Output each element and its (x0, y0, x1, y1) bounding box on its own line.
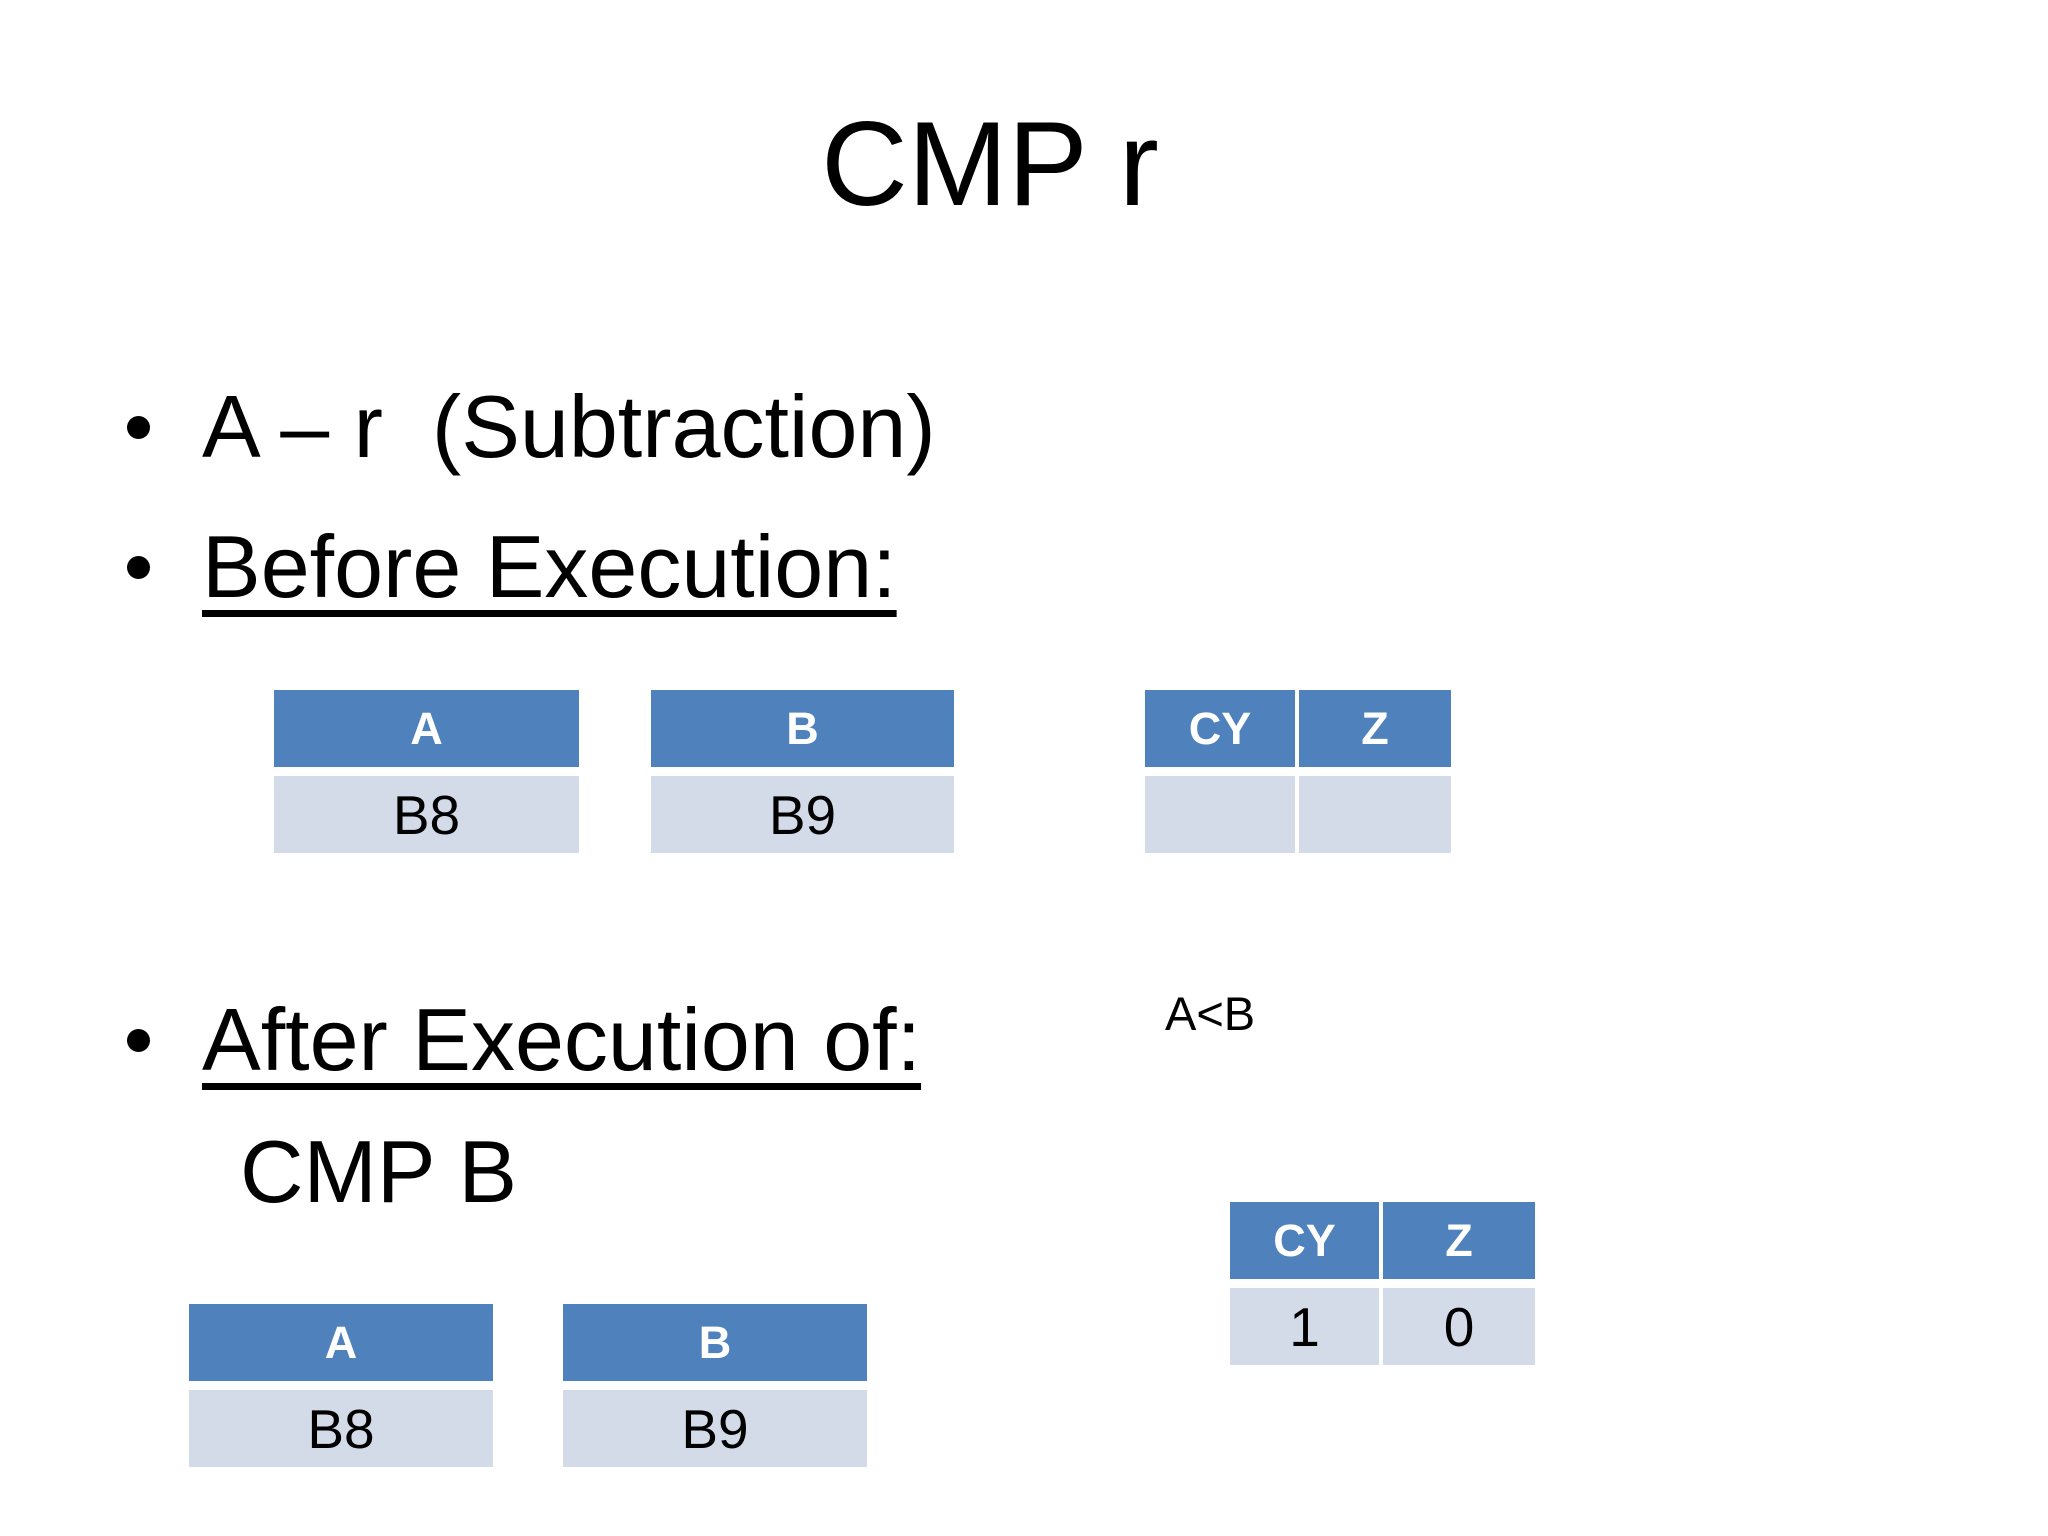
register-b-header-cell: B (651, 690, 954, 767)
table-header-row: A (189, 1304, 493, 1381)
register-a-header-cell: A (189, 1304, 493, 1381)
register-b-value-cell: B9 (563, 1390, 867, 1467)
bullet-icon (127, 415, 150, 439)
table-header-row: B (651, 690, 954, 767)
condition-note: A<B (1165, 987, 1256, 1040)
before-heading: Before Execution: (202, 517, 897, 616)
cy-flag-value-cell (1145, 776, 1295, 853)
table-header-row: CY Z (1230, 1202, 1535, 1279)
z-flag-value-cell (1299, 776, 1451, 853)
table-header-row: CY Z (1145, 690, 1451, 767)
bullet-line-operation: A – r (Subtraction) (127, 367, 936, 487)
before-register-b-table: B B9 (651, 690, 954, 853)
table-header-row: B (563, 1304, 867, 1381)
bullet-icon (127, 555, 150, 579)
after-heading: After Execution of: (202, 990, 922, 1089)
z-flag-value-cell: 0 (1383, 1288, 1535, 1365)
table-value-row: B8 (274, 776, 579, 853)
instruction-text: CMP B (240, 1122, 518, 1221)
bullet-line-before: Before Execution: (127, 507, 897, 627)
register-a-value-cell: B8 (274, 776, 579, 853)
cy-flag-header-cell: CY (1145, 690, 1295, 767)
page-title: CMP r (821, 97, 1159, 231)
z-flag-header-cell: Z (1383, 1202, 1535, 1279)
register-a-value-cell: B8 (189, 1390, 493, 1467)
z-flag-header-cell: Z (1299, 690, 1451, 767)
register-b-value-cell: B9 (651, 776, 954, 853)
bullet-icon (127, 1028, 150, 1052)
before-register-a-table: A B8 (274, 690, 579, 853)
table-value-row: B9 (651, 776, 954, 853)
bullet-line-after: After Execution of: (127, 980, 921, 1100)
before-flags-table: CY Z (1145, 690, 1451, 853)
after-register-a-table: A B8 (189, 1304, 493, 1467)
cy-flag-value-cell: 1 (1230, 1288, 1379, 1365)
register-a-header-cell: A (274, 690, 579, 767)
table-value-row (1145, 776, 1451, 853)
table-value-row: B8 (189, 1390, 493, 1467)
after-register-b-table: B B9 (563, 1304, 867, 1467)
after-flags-table: CY Z 1 0 (1230, 1202, 1535, 1365)
table-header-row: A (274, 690, 579, 767)
table-value-row: 1 0 (1230, 1288, 1535, 1365)
table-value-row: B9 (563, 1390, 867, 1467)
register-b-header-cell: B (563, 1304, 867, 1381)
cy-flag-header-cell: CY (1230, 1202, 1379, 1279)
operation-text: A – r (Subtraction) (202, 377, 936, 476)
